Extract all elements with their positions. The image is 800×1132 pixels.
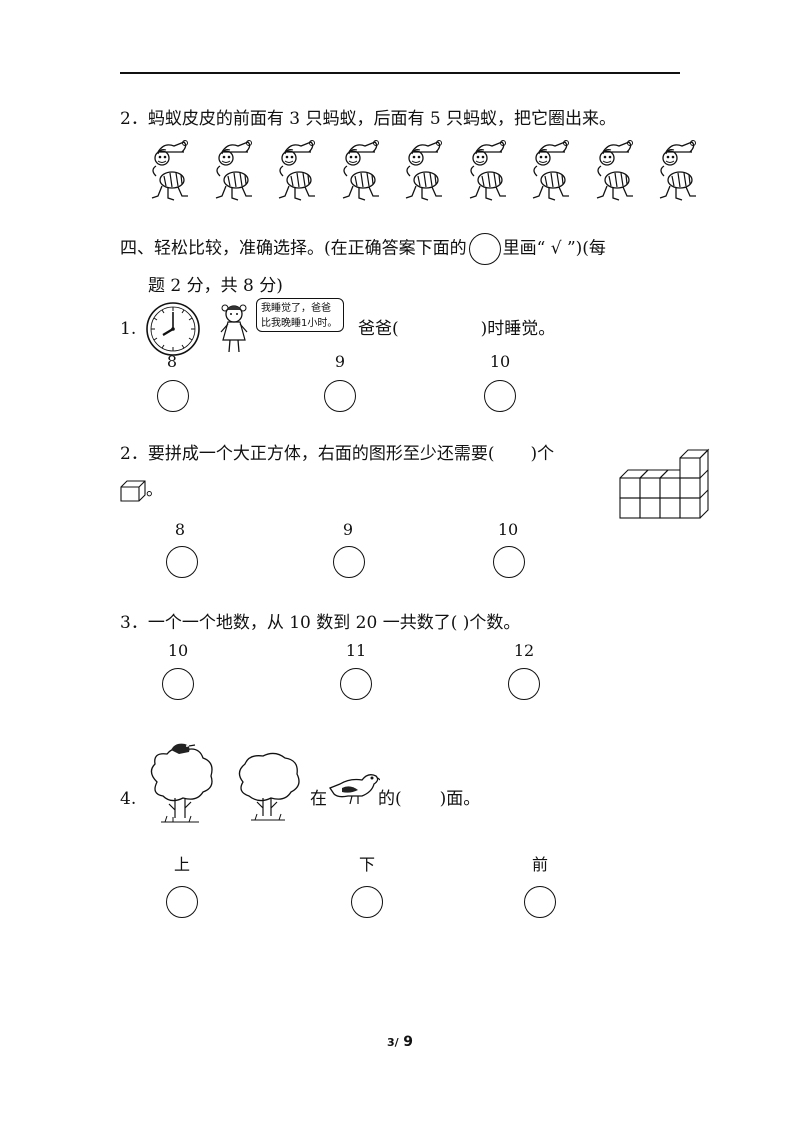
q2-text-part1: 2．要拼成一个大正方体，右面的图形至少还需要(	[120, 444, 495, 464]
q3-text: 3．一个一个地数，从 10 数到 20 一共数了( )个数。	[120, 613, 521, 633]
ant-icon[interactable]	[525, 140, 573, 204]
q3-option-label-2: 11	[345, 641, 367, 660]
ant-icon[interactable]	[652, 140, 700, 204]
q1-option-label-3: 10	[489, 352, 511, 371]
page-separator: /	[394, 1036, 399, 1049]
q2-text-part2: )个	[530, 444, 555, 464]
q2-text-line2: 。	[120, 479, 163, 502]
ant-icon[interactable]	[589, 140, 637, 204]
page-number: 3/ 9	[0, 1034, 800, 1050]
q4-option-label-1: 上	[173, 855, 190, 874]
q3-option-label-3: 12	[513, 641, 535, 660]
q4-text-de: 的(	[378, 789, 402, 809]
tree-with-bird-icon	[150, 743, 213, 823]
bird-icon	[329, 774, 380, 805]
page-current: 3	[387, 1036, 395, 1049]
header-rule	[120, 72, 680, 74]
q2-answer-circle-3[interactable]	[493, 546, 525, 578]
q4-text-mian: )面。	[439, 789, 481, 809]
q2-option-label-1: 8	[174, 520, 186, 539]
answer-circle-sample-icon	[468, 233, 501, 265]
ant-icon[interactable]	[335, 140, 383, 204]
ant-icon[interactable]	[271, 140, 319, 204]
ant-icon[interactable]	[208, 140, 256, 204]
q2-answer-circle-1[interactable]	[166, 546, 198, 578]
q2-answer-circle-2[interactable]	[333, 546, 365, 578]
q1-answer-circle-1[interactable]	[157, 380, 189, 412]
q1-option-label-1: 8	[166, 352, 178, 371]
small-cube-icon	[120, 479, 146, 502]
ant-icon[interactable]	[144, 140, 192, 204]
q3-answer-circle-1[interactable]	[162, 668, 194, 700]
q2-text: 2．要拼成一个大正方体，右面的图形至少还需要( )个	[120, 443, 554, 465]
girl-icon	[220, 304, 248, 353]
section4-heading-part1: 四、轻松比较，准确选择。(在正确答案下面的	[120, 238, 467, 259]
page-total: 9	[403, 1034, 413, 1050]
section4-heading-line2: 题 2 分，共 8 分)	[148, 276, 283, 296]
q2-option-label-2: 9	[342, 520, 354, 539]
q1-option-label-2: 9	[334, 352, 346, 371]
q1-answer-circle-2[interactable]	[324, 380, 356, 412]
q4-answer-circle-1[interactable]	[166, 886, 198, 918]
q4-number: 4.	[120, 789, 137, 809]
q3-answer-circle-3[interactable]	[508, 668, 540, 700]
ant-icon[interactable]	[398, 140, 446, 204]
q4-text-part2: 的( )面。	[378, 788, 480, 810]
speech-bubble: 我睡觉了，爸爸比我晚睡1小时。	[256, 298, 344, 332]
q4-option-label-2: 下	[358, 855, 375, 874]
q3-option-label-1: 10	[167, 641, 189, 660]
ant-icon[interactable]	[462, 140, 510, 204]
tree-icon	[238, 752, 300, 821]
q4-text-part1: 在	[310, 789, 327, 809]
section4-heading-part2: 里画“ √ ”)(每	[502, 238, 606, 259]
q2-option-label-3: 10	[497, 520, 519, 539]
q1-text-part1: 爸爸(	[358, 319, 399, 339]
section4-heading: 四、轻松比较，准确选择。(在正确答案下面的 里画“ √ ”)(每	[120, 233, 606, 265]
q2-text-part3: 。	[146, 480, 163, 500]
q1-answer-circle-3[interactable]	[484, 380, 516, 412]
q4-answer-circle-2[interactable]	[351, 886, 383, 918]
q4-answer-circle-3[interactable]	[524, 886, 556, 918]
clock-icon	[146, 302, 200, 356]
cube-stack-icon	[619, 448, 710, 519]
q4-option-label-3: 前	[531, 855, 548, 874]
q1-text: 爸爸( )时睡觉。	[358, 318, 555, 340]
ants-question: 2．蚂蚁皮皮的前面有 3 只蚂蚁，后面有 5 只蚂蚁，把它圈出来。	[120, 109, 617, 129]
q1-text-part2: )时睡觉。	[480, 319, 556, 339]
q1-number: 1.	[120, 319, 137, 339]
q3-answer-circle-2[interactable]	[340, 668, 372, 700]
